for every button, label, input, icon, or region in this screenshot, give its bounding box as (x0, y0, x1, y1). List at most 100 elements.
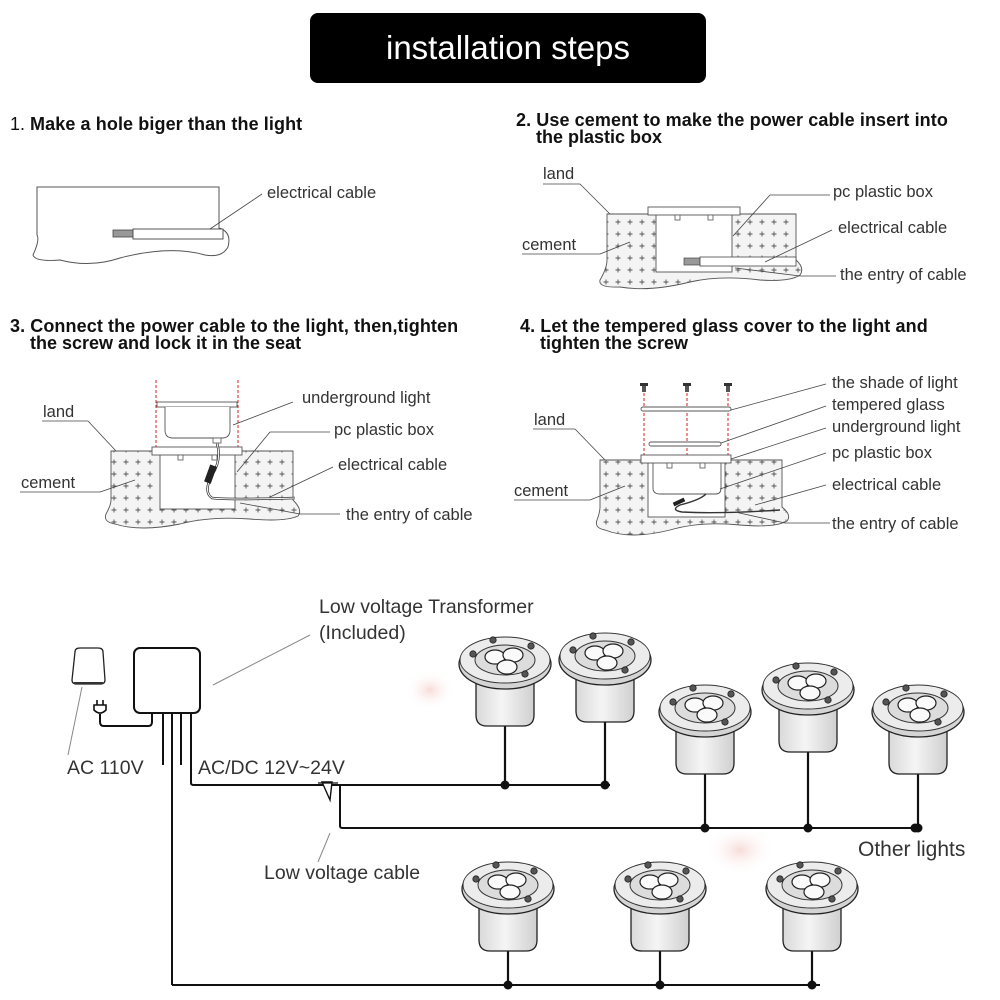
step-4-label-pc-plastic-box: pc plastic box (832, 444, 932, 462)
step-3-label-underground-light: underground light (302, 389, 431, 407)
led-lens (799, 685, 821, 701)
step-3-label-pc-plastic-box: pc plastic box (334, 421, 434, 439)
transformer-label: Low voltage Transformer (319, 596, 534, 618)
step-2-text-line2: the plastic box (536, 127, 663, 147)
underground-light-icon (765, 861, 859, 990)
lights-layer (458, 632, 965, 990)
junction-dot (500, 780, 510, 790)
led-lens (499, 884, 521, 900)
step-4-drawing (514, 383, 830, 536)
step-2-text: Use cement to make the power cable inser… (536, 110, 948, 130)
step-2-label-cement: cement (522, 236, 577, 254)
wiring-diagram (67, 632, 965, 990)
led-lens (803, 884, 825, 900)
step-4-label-tempered-glass: tempered glass (832, 396, 945, 414)
screw-icon (621, 666, 629, 674)
step-2-label-pc-plastic-box: pc plastic box (833, 183, 933, 201)
step-3-label-land: land (43, 403, 75, 421)
step-2-drawing (522, 183, 836, 290)
ac-input-label: AC 110V (67, 757, 144, 779)
underground-light-icon (871, 684, 965, 833)
junction-dot (700, 823, 710, 833)
underground-light-icon (558, 632, 652, 790)
cable-core (112, 229, 134, 238)
screw-icon (682, 867, 690, 875)
screw-icon (676, 895, 684, 903)
junction-dot (655, 980, 665, 990)
screw-icon (469, 650, 477, 658)
step-2-label-electrical-cable: electrical cable (838, 219, 948, 237)
step-4-text-line2: tighten the screw (540, 333, 689, 353)
step-3-label-entry-of-cable: the entry of cable (346, 506, 473, 524)
screw-icon (689, 684, 697, 692)
screw-icon (644, 861, 652, 869)
underground-light-icon (613, 861, 707, 990)
screw-icon (627, 638, 635, 646)
transformer-box (133, 647, 201, 714)
transformer-included-note: (Included) (319, 622, 406, 644)
step-2-number: 2. (516, 110, 532, 130)
underground-light-icon (461, 861, 555, 990)
screw-icon (530, 867, 538, 875)
screw-icon (824, 696, 832, 704)
screw-icon (527, 642, 535, 650)
screw-icon (721, 718, 729, 726)
screw-icons (640, 383, 732, 392)
screw-icon (521, 670, 529, 678)
other-lights-label: Other lights (858, 838, 966, 861)
step-4-text: Let the tempered glass cover to the ligh… (540, 316, 928, 336)
step-4-label-entry-of-cable: the entry of cable (832, 515, 959, 533)
page-title: installation steps (386, 29, 630, 66)
step-3-label-electrical-cable: electrical cable (338, 456, 448, 474)
step-3-text-line2: the screw and lock it in the seat (30, 333, 302, 353)
underground-light-icon (658, 684, 752, 833)
step-1-drawing (32, 186, 263, 264)
step-4-number: 4. (520, 316, 536, 336)
step-1-text: Make a hole biger than the light (30, 114, 303, 134)
led-lens (496, 659, 518, 675)
step-1-title: 1. Make a hole biger than the light (10, 114, 303, 134)
screw-icon (772, 676, 780, 684)
screw-icon (830, 668, 838, 676)
screw-icon (492, 861, 500, 869)
screw-icon (776, 875, 784, 883)
underground-light-icon (458, 636, 552, 790)
screw-icon (489, 636, 497, 644)
title-banner: installation steps (310, 13, 706, 83)
step-2-label-land: land (543, 165, 575, 183)
step-3-label-cement: cement (21, 474, 76, 492)
screw-icon (727, 690, 735, 698)
junction-dot (803, 823, 813, 833)
screw-icon (882, 698, 890, 706)
step-4-label-shade-of-light: the shade of light (832, 374, 958, 392)
screw-icon (472, 875, 480, 883)
screw-icon (669, 698, 677, 706)
step-4-label-land: land (534, 411, 566, 429)
step-1-number: 1. (10, 114, 26, 134)
low-voltage-cable-label: Low voltage cable (264, 862, 421, 884)
led-lens (696, 707, 718, 723)
step-3-number: 3. (10, 316, 26, 336)
step-4-label-cement: cement (514, 482, 569, 500)
screw-icon (569, 646, 577, 654)
wall-socket-icon (71, 647, 106, 685)
screw-icon (834, 867, 842, 875)
screw-icon (828, 895, 836, 903)
screw-icon (796, 861, 804, 869)
led-lens (596, 655, 618, 671)
junction-dot (910, 823, 920, 833)
step-1-label-electrical-cable: electrical cable (267, 184, 377, 202)
screw-icon (792, 662, 800, 670)
led-lens (651, 884, 673, 900)
screw-icon (624, 875, 632, 883)
step-2-title: 2. Use cement to make the power cable in… (516, 110, 948, 147)
screw-icon (524, 895, 532, 903)
screw-icon (934, 718, 942, 726)
underground-light-icon (761, 662, 855, 833)
screw-icon (940, 690, 948, 698)
step-3-title: 3. Connect the power cable to the light,… (10, 316, 458, 353)
plug-icon (93, 700, 153, 727)
junction-dot (600, 780, 610, 790)
step-4-title: 4. Let the tempered glass cover to the l… (520, 316, 928, 353)
